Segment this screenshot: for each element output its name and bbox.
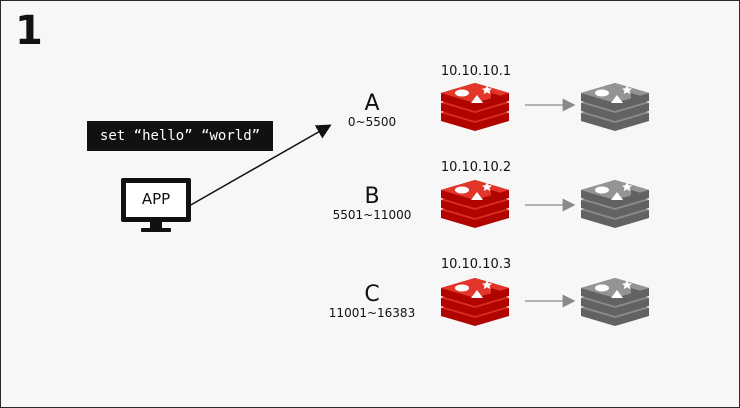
node-c-range: 11001~16383	[328, 306, 416, 320]
node-a-range: 0~5500	[347, 115, 397, 129]
redis-replica-icon	[581, 180, 649, 228]
app-to-node-a-arrow	[188, 124, 332, 207]
node-a-letter: A	[364, 91, 380, 116]
redis-master-icon	[441, 83, 509, 131]
app-label: APP	[141, 190, 171, 208]
redis-replica-icon	[581, 83, 649, 131]
node-b-letter: B	[364, 184, 380, 209]
command-label: set “hello” “world”	[87, 121, 273, 151]
step-number: 1	[15, 8, 43, 54]
redis-replica-icon	[581, 278, 649, 326]
monitor-icon	[121, 178, 191, 232]
node-c-ip: 10.10.10.3	[440, 257, 512, 272]
node-b-ip: 10.10.10.2	[440, 160, 512, 175]
node-a-ip: 10.10.10.1	[440, 64, 512, 79]
node-b-range: 5501~11000	[332, 208, 412, 222]
node-c-letter: C	[364, 282, 380, 307]
redis-master-icon	[441, 278, 509, 326]
redis-master-icon	[441, 180, 509, 228]
